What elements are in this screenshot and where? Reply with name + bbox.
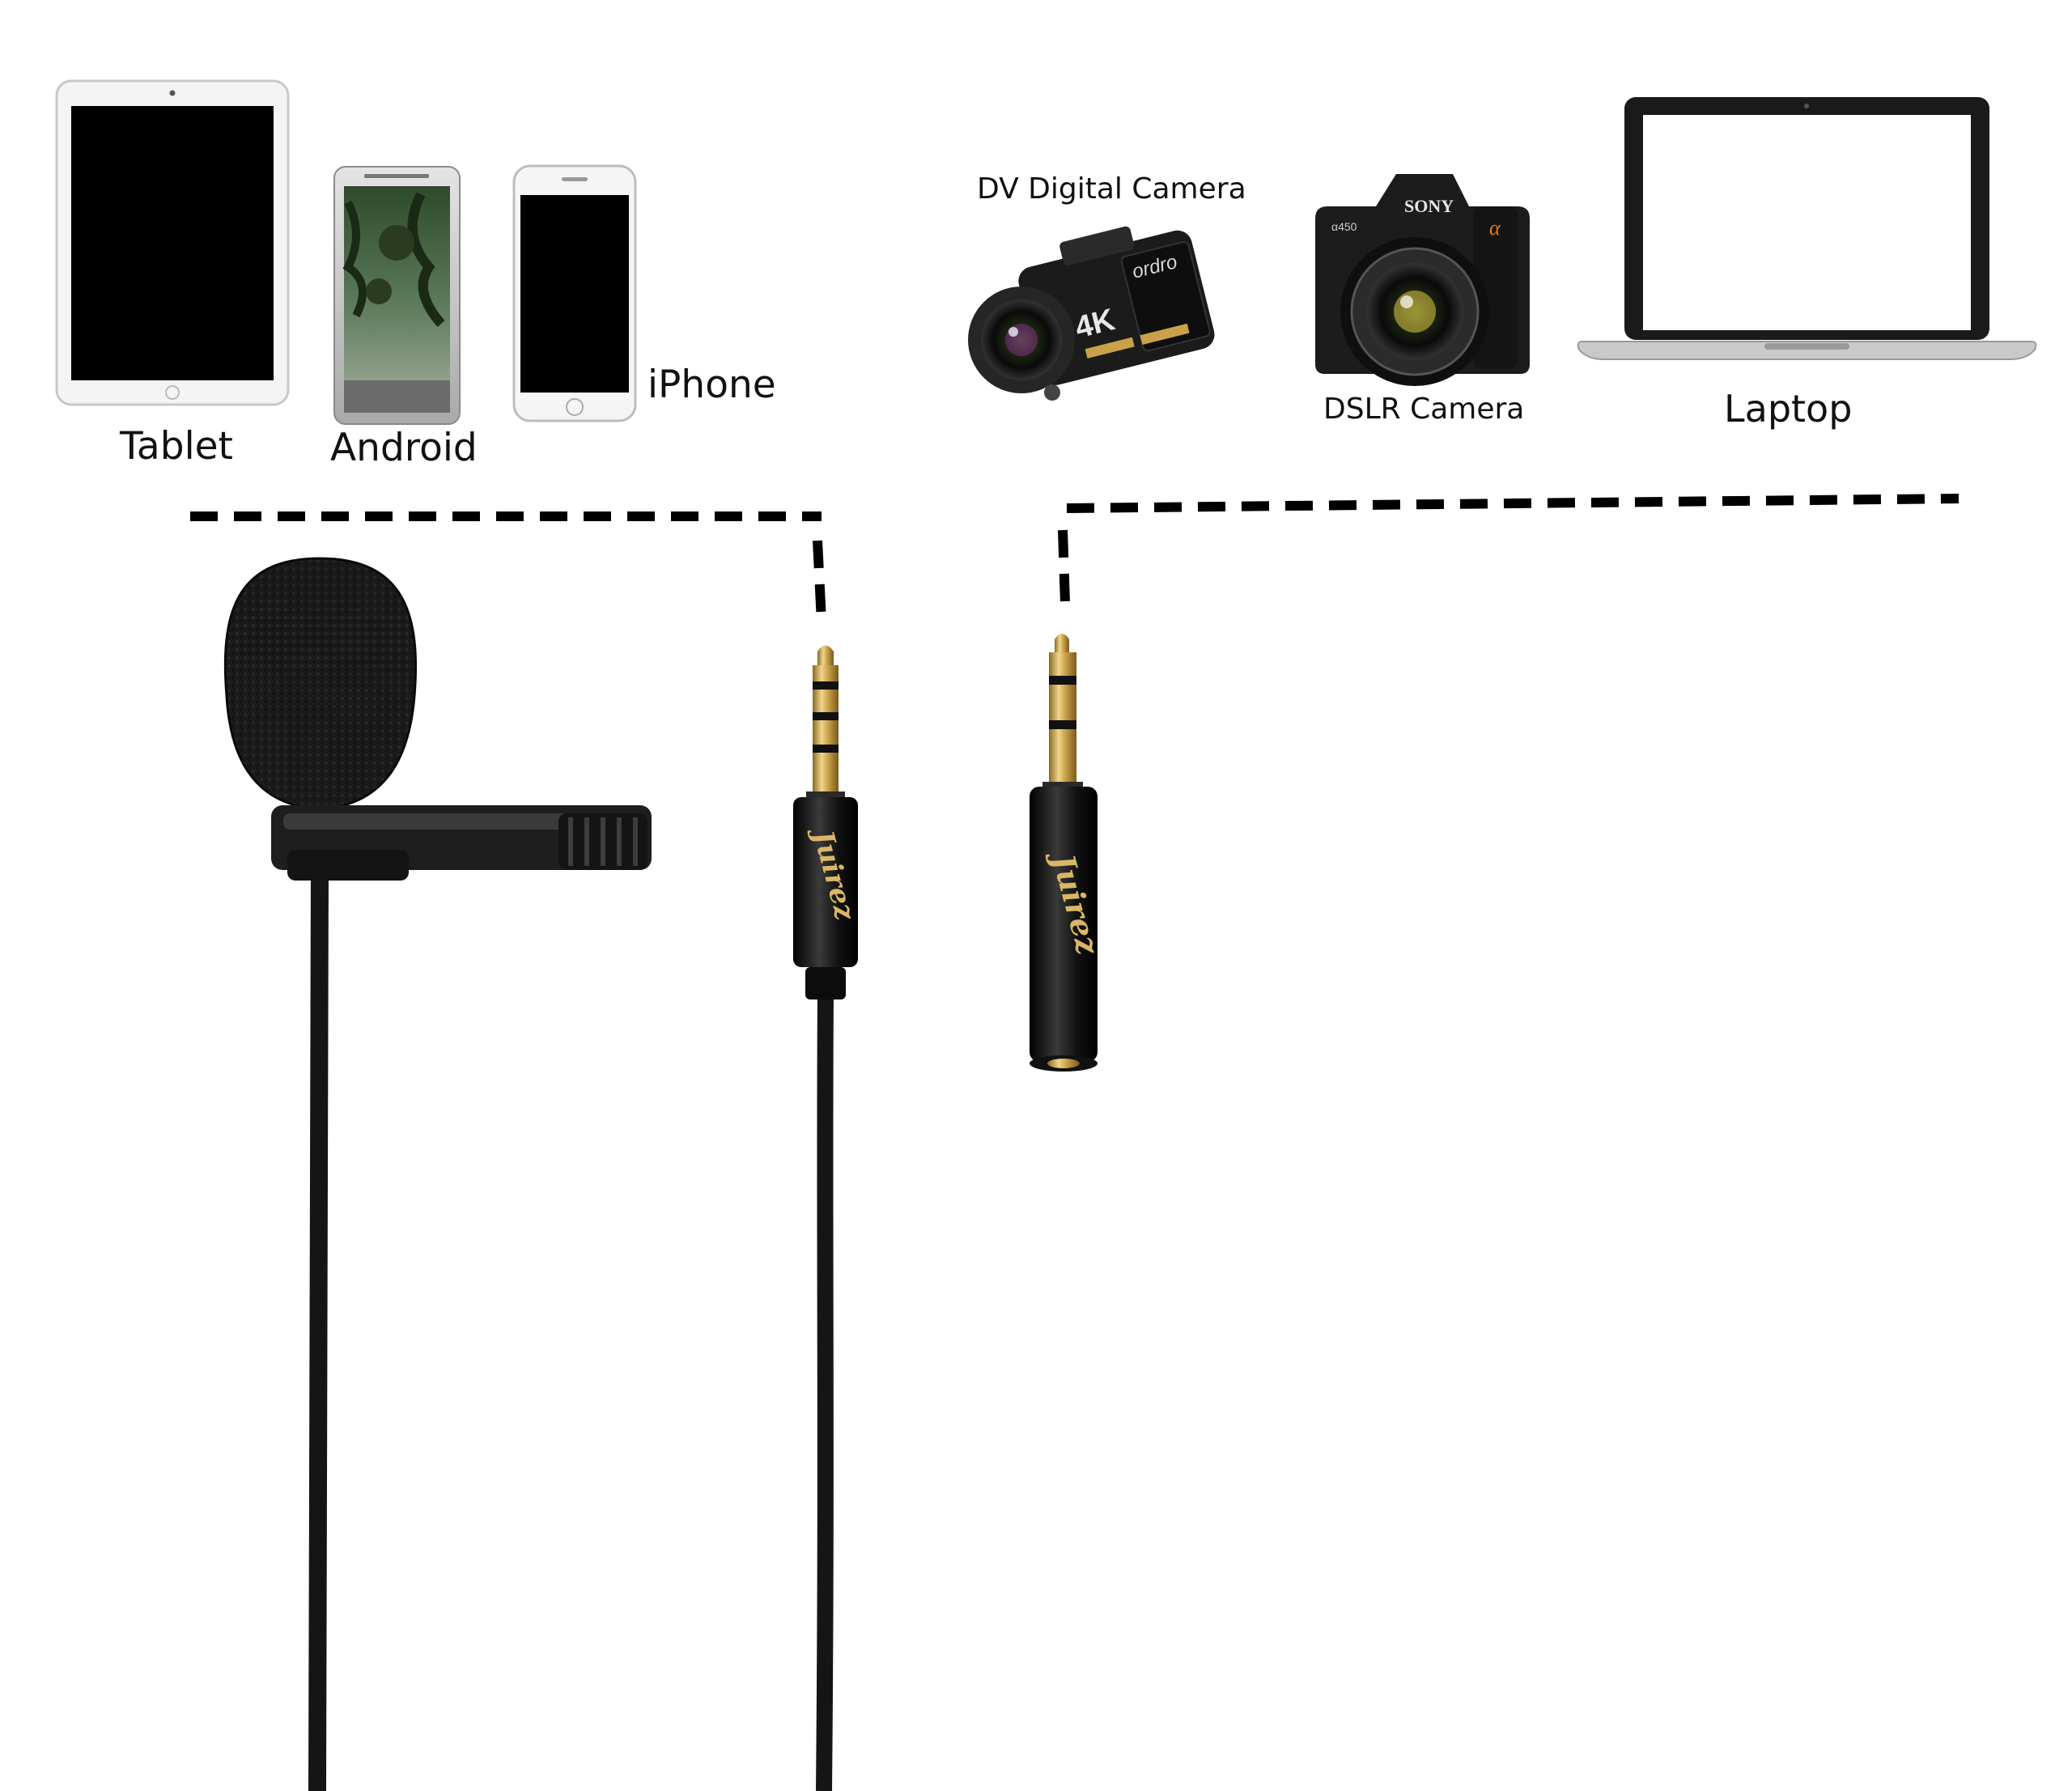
dslr-brand: SONY: [1404, 196, 1454, 216]
trrs-plug: Juirez: [793, 645, 861, 1791]
trs-adapter: Juirez: [1030, 634, 1107, 1072]
connection-line-right: [1058, 494, 1959, 604]
tablet-label: Tablet: [120, 424, 233, 469]
iphone-icon: [512, 164, 637, 422]
android-label: Android: [330, 426, 478, 470]
foam-windscreen: [223, 557, 418, 811]
dslr-model: α450: [1331, 220, 1357, 233]
tie-clip: [271, 805, 652, 881]
iphone-label: iPhone: [648, 363, 776, 407]
dslr-camera-icon: SONY α450 α: [1315, 174, 1530, 386]
dslr-camera-label: DSLR Camera: [1323, 393, 1524, 426]
laptop-icon: [1577, 97, 2037, 360]
dv-camera-label: DV Digital Camera: [977, 172, 1246, 206]
android-phone-icon: [333, 166, 461, 425]
camcorder-icon: 4K ordro: [968, 226, 1215, 401]
connection-line-left: [190, 511, 826, 622]
dslr-alpha: α: [1489, 216, 1501, 240]
lavalier-microphone: [223, 557, 652, 1791]
laptop-label: Laptop: [1724, 387, 1853, 431]
tablet-icon: [55, 79, 290, 406]
